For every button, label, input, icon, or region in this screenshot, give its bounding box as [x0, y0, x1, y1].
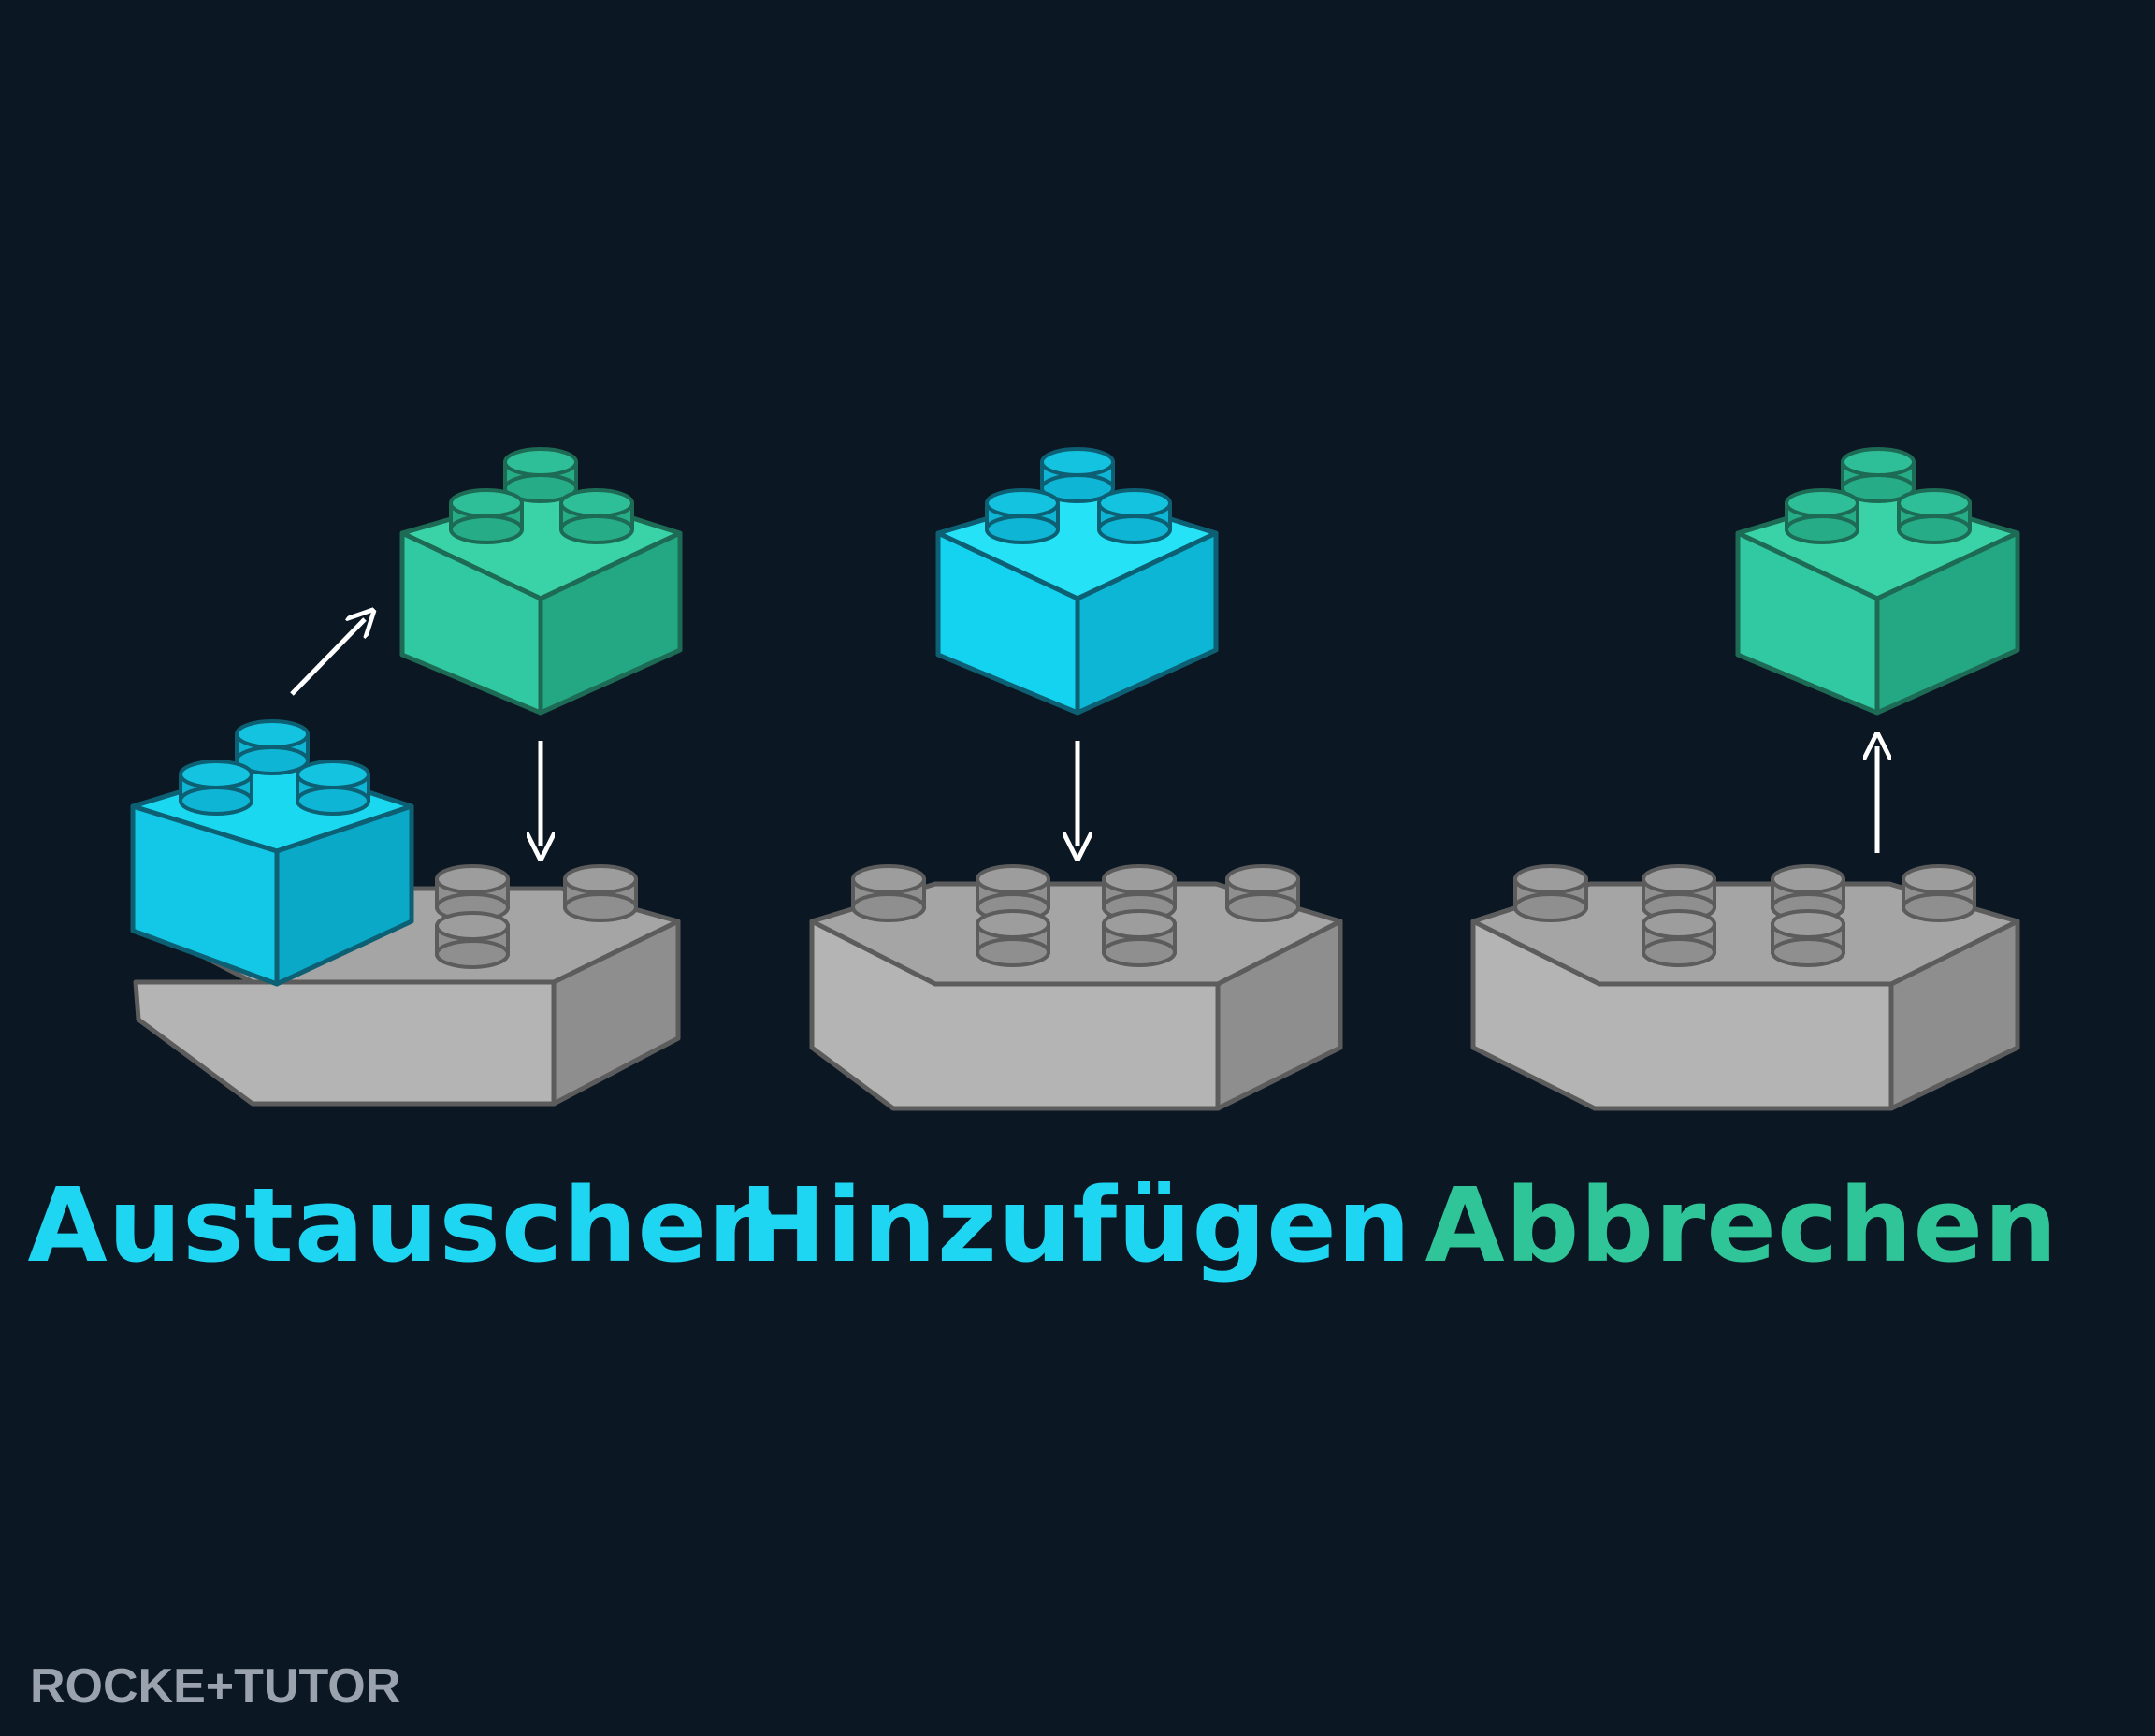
- panel-hinzufuegen: Hinzufügen: [740, 447, 1411, 1285]
- new-block-green: [399, 447, 683, 716]
- added-block-cyan: [935, 447, 1219, 716]
- base-studs-2: [851, 864, 1300, 967]
- stud: [1513, 864, 1588, 922]
- base-studs-1: [435, 864, 638, 969]
- stud: [1902, 864, 1976, 922]
- panel-austauschen: Austauschen: [28, 447, 783, 1285]
- stud: [435, 911, 510, 969]
- stud: [1642, 909, 1716, 967]
- base-plate-2: [809, 881, 1343, 1111]
- old-block-cyan: [130, 719, 414, 987]
- stud: [976, 909, 1050, 967]
- panel-abbrechen: Abbrechen: [1425, 447, 2059, 1285]
- arrow-up-right-icon: [290, 619, 365, 696]
- stud: [563, 864, 638, 922]
- stud: [1771, 909, 1845, 967]
- logo-text: ROCKE+TUTOR: [30, 1659, 400, 1714]
- removed-block-green: [1735, 447, 2020, 716]
- stud: [851, 864, 926, 922]
- base-plate-3: [1470, 881, 2020, 1111]
- label-hinzufuegen: Hinzufügen: [740, 1165, 1411, 1285]
- base-studs-3: [1513, 864, 1976, 967]
- label-austauschen: Austauschen: [28, 1165, 783, 1285]
- label-abbrechen: Abbrechen: [1425, 1165, 2059, 1285]
- logo-rocketutor: ROCKE+TUTOR: [30, 1659, 400, 1714]
- stud: [1102, 909, 1177, 967]
- stud: [1225, 864, 1300, 922]
